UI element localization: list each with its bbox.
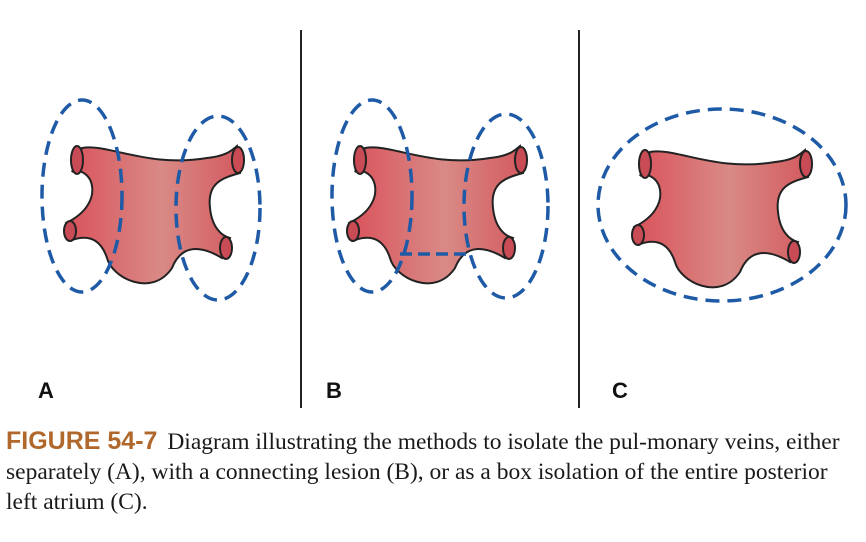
left-atrium-a [64, 146, 244, 283]
figure-caption: FIGURE 54-7 Diagram illustrating the met… [6, 426, 858, 517]
panel-divider-1 [300, 30, 302, 408]
panel-label-b: B [326, 378, 342, 404]
panel-label-c: C [612, 378, 628, 404]
left-atrium-c [632, 150, 812, 287]
panel-a-diagram [42, 100, 260, 300]
panel-label-a: A [38, 378, 54, 404]
pulmonary-vein-isolation-diagram: A B C [0, 0, 866, 420]
panel-c-diagram [598, 109, 846, 301]
figure-number: FIGURE 54-7 [6, 427, 157, 455]
panel-divider-2 [578, 30, 580, 408]
left-atrium-b [347, 146, 527, 283]
panel-b-diagram [332, 100, 548, 298]
